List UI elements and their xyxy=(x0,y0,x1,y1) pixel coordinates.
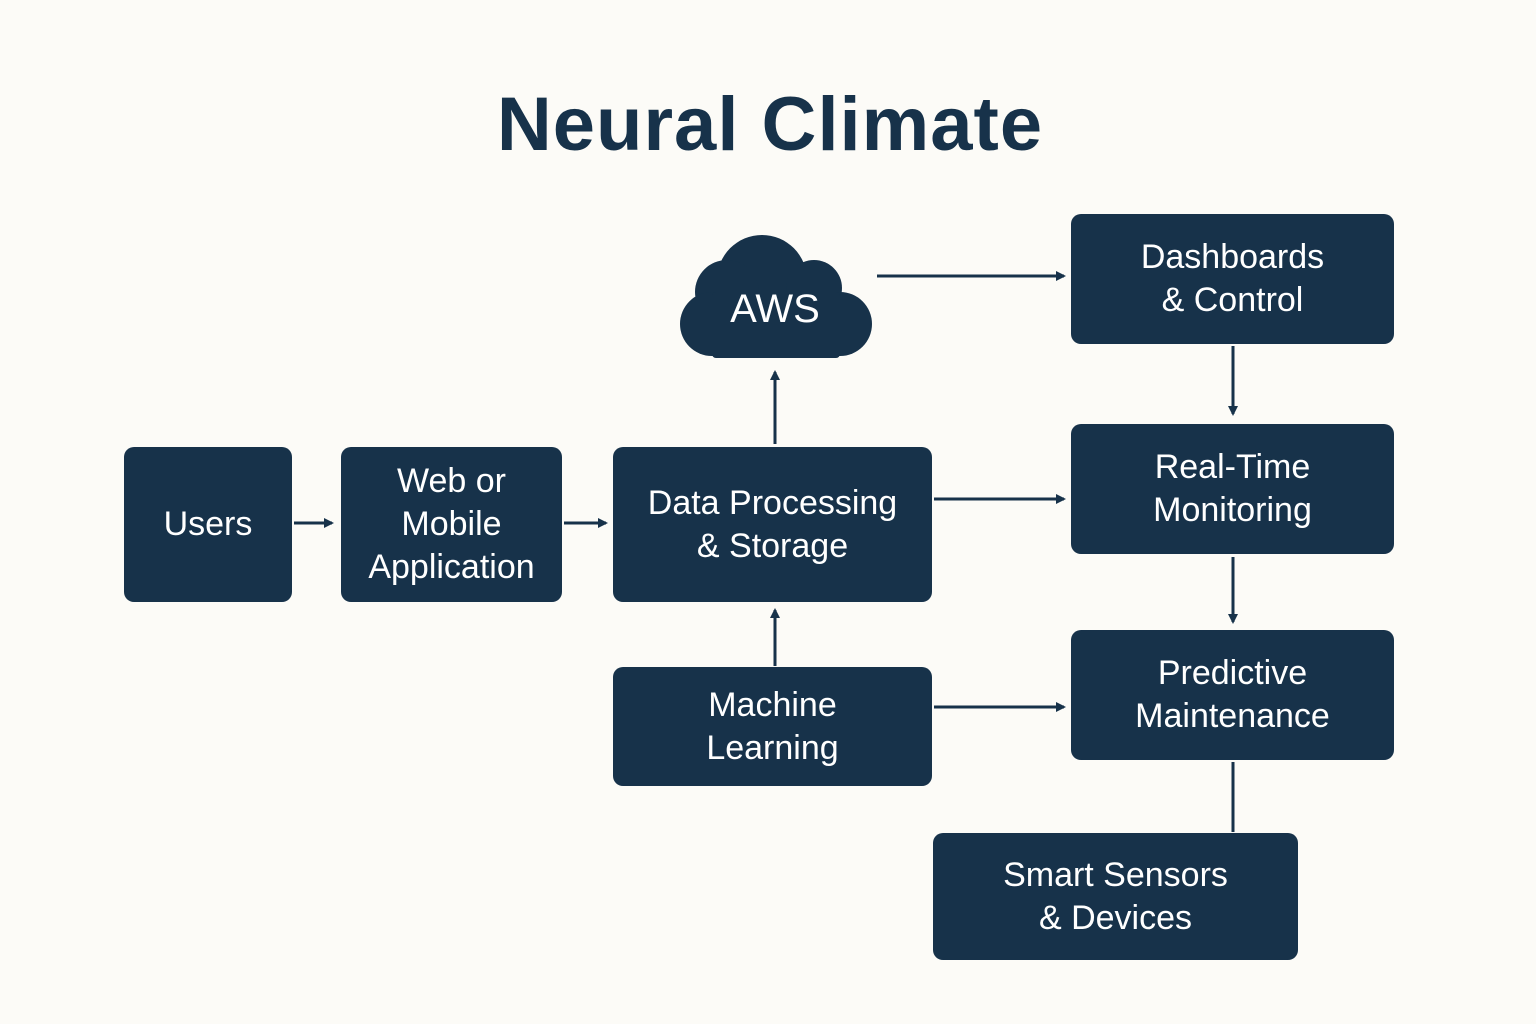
aws-cloud-icon xyxy=(680,235,872,358)
machine-learning-node: Machine Learning xyxy=(613,667,932,786)
monitoring-node: Real-Time Monitoring xyxy=(1071,424,1394,554)
users-node: Users xyxy=(124,447,292,602)
dashboards-node: Dashboards & Control xyxy=(1071,214,1394,344)
application-node: Web or Mobile Application xyxy=(341,447,562,602)
sensors-node: Smart Sensors & Devices xyxy=(933,833,1298,960)
aws-label: AWS xyxy=(730,287,820,331)
maintenance-node: Predictive Maintenance xyxy=(1071,630,1394,760)
data-processing-node: Data Processing & Storage xyxy=(613,447,932,602)
diagram-title: Neural Climate xyxy=(496,82,1044,167)
